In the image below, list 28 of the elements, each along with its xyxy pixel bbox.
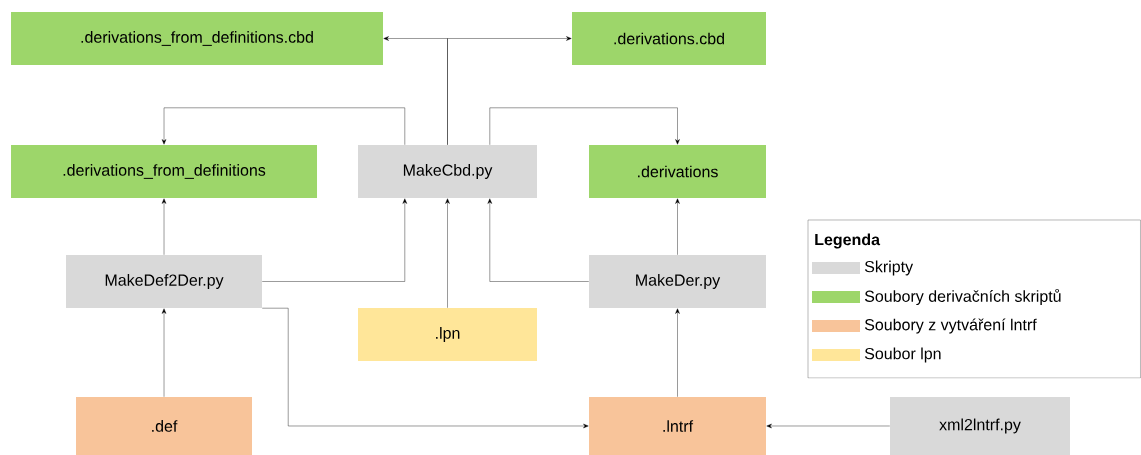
arrow (489, 107, 680, 145)
arrow (675, 308, 680, 397)
arrow (161, 107, 405, 145)
legend-text: Soubor lpn (864, 347, 941, 363)
legend-text: Soubory z vytváření lntrf (864, 318, 1037, 334)
arrow (161, 198, 167, 255)
file-box: .lpn (358, 308, 537, 361)
arrow (487, 198, 589, 282)
file-box: .derivations_from_definitions.cbd (11, 12, 383, 65)
legend-text: Soubory derivačních skriptů (864, 288, 1061, 306)
arrow (262, 308, 589, 429)
file-box: xml2lntrf.py (890, 397, 1070, 455)
file-box: .derivations (589, 145, 766, 198)
arrow (262, 198, 408, 282)
legend-title: Legenda (815, 233, 881, 249)
file-box: MakeCbd.py (358, 145, 537, 198)
file-box: MakeDef2Der.py (66, 255, 262, 308)
arrow (675, 198, 680, 255)
file-box: .derivations_from_definitions (11, 145, 317, 198)
file-box: .lntrf (589, 397, 766, 455)
arrow (447, 36, 572, 145)
file-box: .def (76, 397, 252, 455)
arrow (161, 308, 167, 397)
file-box: .derivations.cbd (572, 12, 766, 65)
arrow (445, 198, 450, 308)
arrow (766, 423, 890, 429)
file-box: MakeDer.py (589, 255, 766, 308)
legend-text: Skripty (864, 260, 914, 276)
